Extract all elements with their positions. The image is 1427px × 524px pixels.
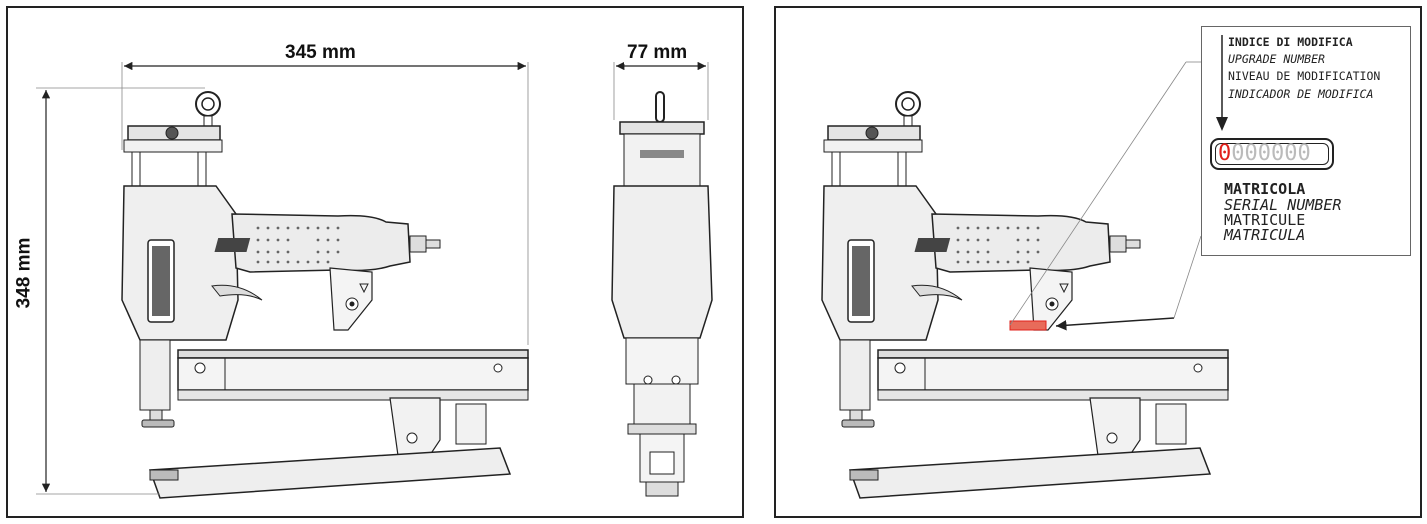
serial-digits: 0000000 bbox=[1218, 141, 1311, 166]
serial-label-it: MATRICOLA bbox=[1224, 180, 1306, 198]
serial-number-plate: 0000000 bbox=[1210, 138, 1334, 170]
height-dimension-label: 348 mm bbox=[13, 234, 36, 312]
length-dimension-label: 345 mm bbox=[282, 42, 359, 64]
serial-label-fr: MATRICULE bbox=[1224, 211, 1306, 229]
upgrade-label-fr: NIVEAU DE MODIFICATION bbox=[1228, 69, 1381, 83]
width-dimension-label: 77 mm bbox=[624, 42, 691, 64]
serial-rest-digits: 000000 bbox=[1231, 141, 1311, 166]
upgrade-label-it: INDICE DI MODIFICA bbox=[1228, 35, 1353, 49]
serial-label-en: SERIAL NUMBER bbox=[1224, 196, 1342, 214]
upgrade-label-es: INDICADOR DE MODIFICA bbox=[1228, 87, 1374, 101]
serial-label-es: MATRICULA bbox=[1224, 226, 1306, 244]
front-view bbox=[611, 91, 713, 497]
upgrade-digit: 0 bbox=[1218, 141, 1232, 166]
serial-plate-highlight bbox=[1009, 320, 1047, 331]
upgrade-label-en: UPGRADE NUMBER bbox=[1228, 52, 1325, 66]
